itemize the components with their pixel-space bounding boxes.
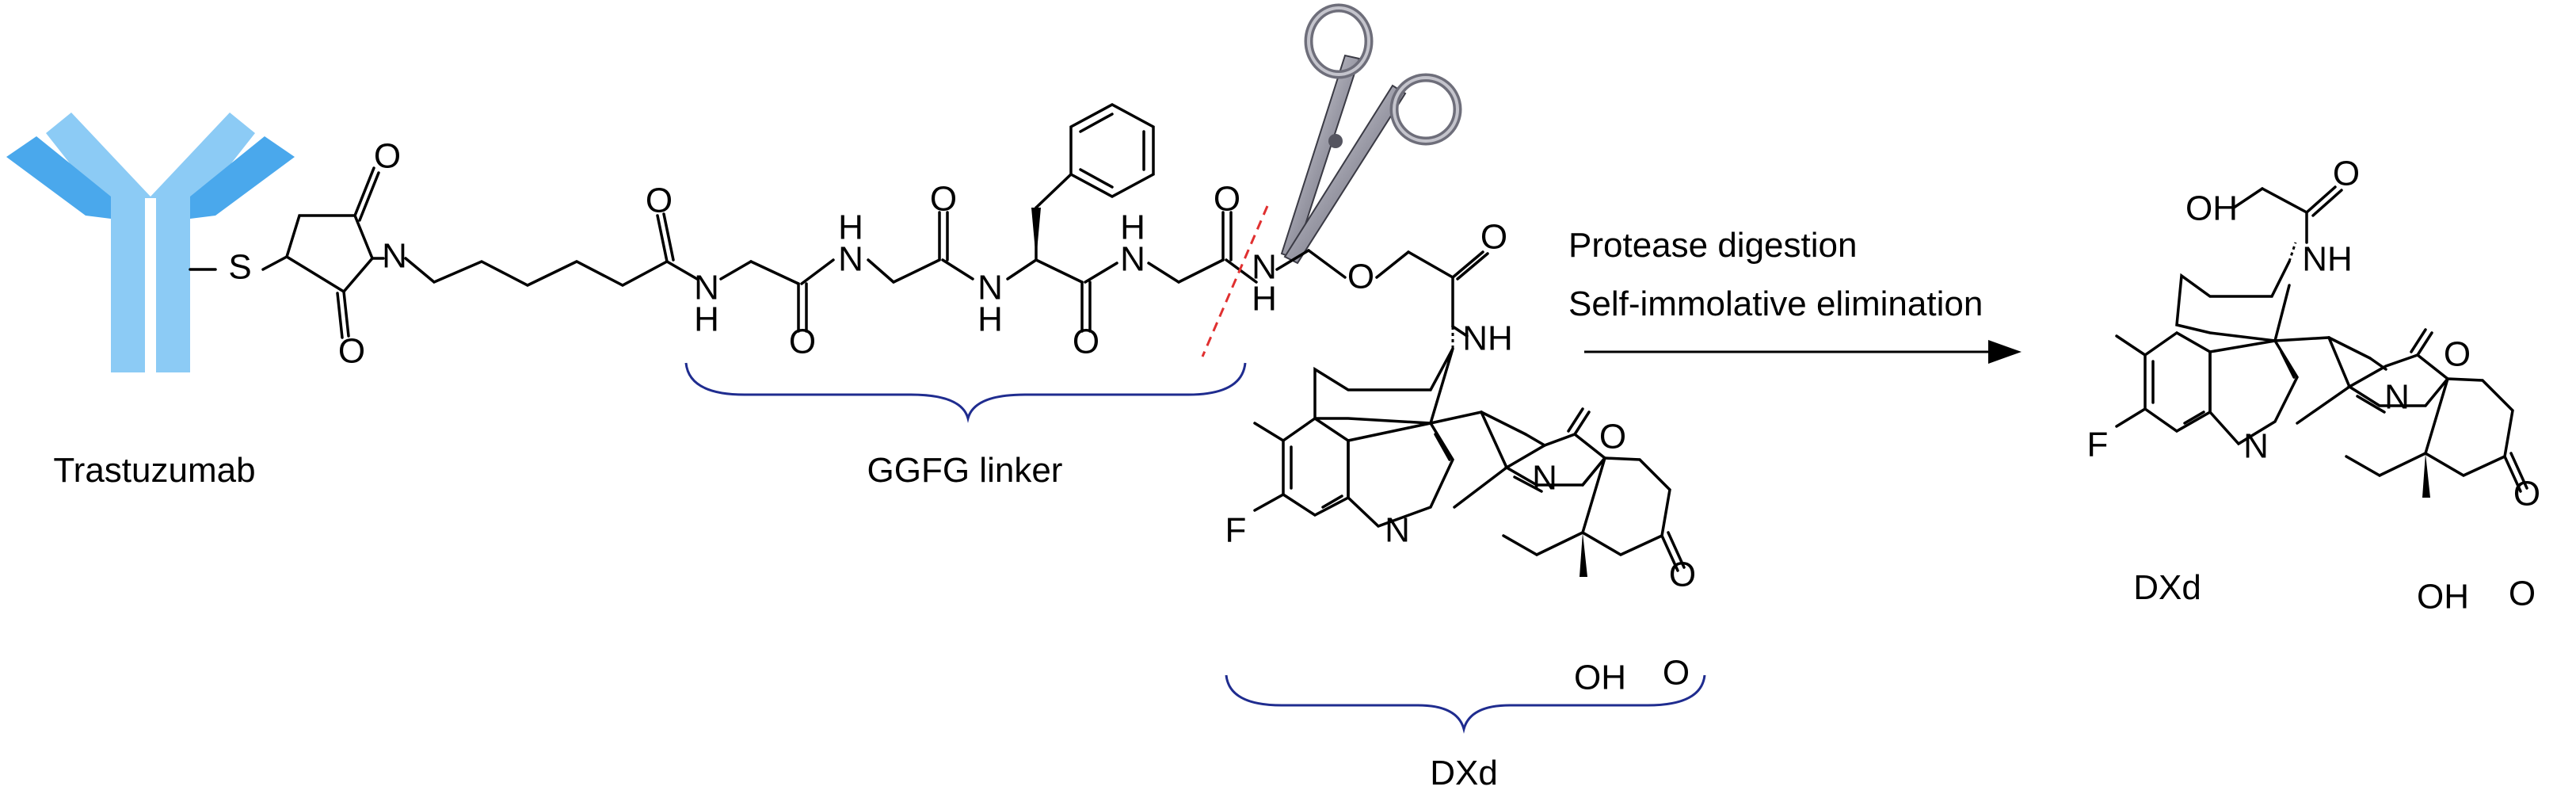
quinoline-nitrogen: N [1385,511,1410,550]
phe-nitrogen: N [977,269,1003,307]
ggfg-bracket [684,362,1247,423]
product-label: DXd [2133,568,2201,607]
product-lactone-ring-o: O [2513,475,2540,514]
product-oh-wedge [2422,453,2430,498]
gly4-nh-h: H [1120,208,1145,247]
gly4-nitrogen: N [1120,240,1145,279]
ether-oxygen: O [1347,258,1374,296]
maleimide-oxo-bottom: O [338,332,365,371]
payload-hydroxyl: OH [1574,659,1626,697]
gly1-nh-h: H [694,300,719,339]
product-fluorine: F [2087,426,2109,464]
cleavage-site-line [1201,205,1269,357]
dxd-payload-bonds [1253,249,1686,572]
maleimide-oxo-top: O [374,137,401,176]
payload-nh-h: H [1252,280,1277,319]
pyridone-nitrogen: N [1532,459,1557,498]
gly1-nitrogen: N [694,269,719,307]
product-hydroxyl: OH [2417,578,2469,617]
payload-fluorine: F [1225,511,1247,550]
reaction-condition-1: Protease digestion [1568,226,1857,265]
dxd-oh-wedge [1580,533,1587,577]
product-hydroxyl-top: OH [2185,189,2238,228]
product-carbonyl-o: O [2333,155,2360,193]
payload-label: DXd [1430,754,1498,792]
maleimide-nitrogen: N [382,237,407,276]
product-amide-nh: NH [2302,240,2353,279]
product-pyridone-nitrogen: N [2384,378,2410,417]
antibody-icon [6,113,295,374]
ggfg-peptide-bonds [719,103,1258,333]
sulfur-atom: S [228,248,251,287]
linker-label: GGFG linker [867,451,1063,490]
lactone-ring-o: O [1669,556,1696,594]
scissors-icon [1280,3,1462,265]
product-dxd-bonds [2115,185,2528,493]
dxd-bracket [1225,674,1706,734]
glycolamide-nh: NH [1462,319,1513,358]
lactone-carbonyl-o: O [1663,654,1690,693]
gly2-nitrogen: N [838,240,863,279]
product-hashed-bond [2288,242,2297,262]
pyridone-carbonyl-o: O [1599,418,1626,456]
gly1-carbonyl-o: O [789,323,816,361]
antibody-label: Trastuzumab [53,451,255,490]
phe-carbonyl-o: O [1073,323,1099,361]
gly4-carbonyl-o: O [1214,180,1240,219]
payload-nitrogen: N [1252,248,1277,287]
maleimide-caproyl-bonds [189,166,699,339]
product-lactone-carbonyl-o: O [2509,575,2536,613]
caproyl-carbonyl-o: O [646,181,673,220]
gly2-nh-h: H [838,208,863,247]
reaction-condition-2: Self-immolative elimination [1568,284,1983,323]
phe-stereo-wedge [1031,208,1041,260]
gly2-carbonyl-o: O [930,180,957,219]
product-quinoline-nitrogen: N [2243,427,2269,466]
product-pyridone-carbonyl-o: O [2444,335,2471,374]
phe-nh-h: H [977,300,1003,339]
glycolamide-carbonyl-o: O [1480,218,1507,257]
